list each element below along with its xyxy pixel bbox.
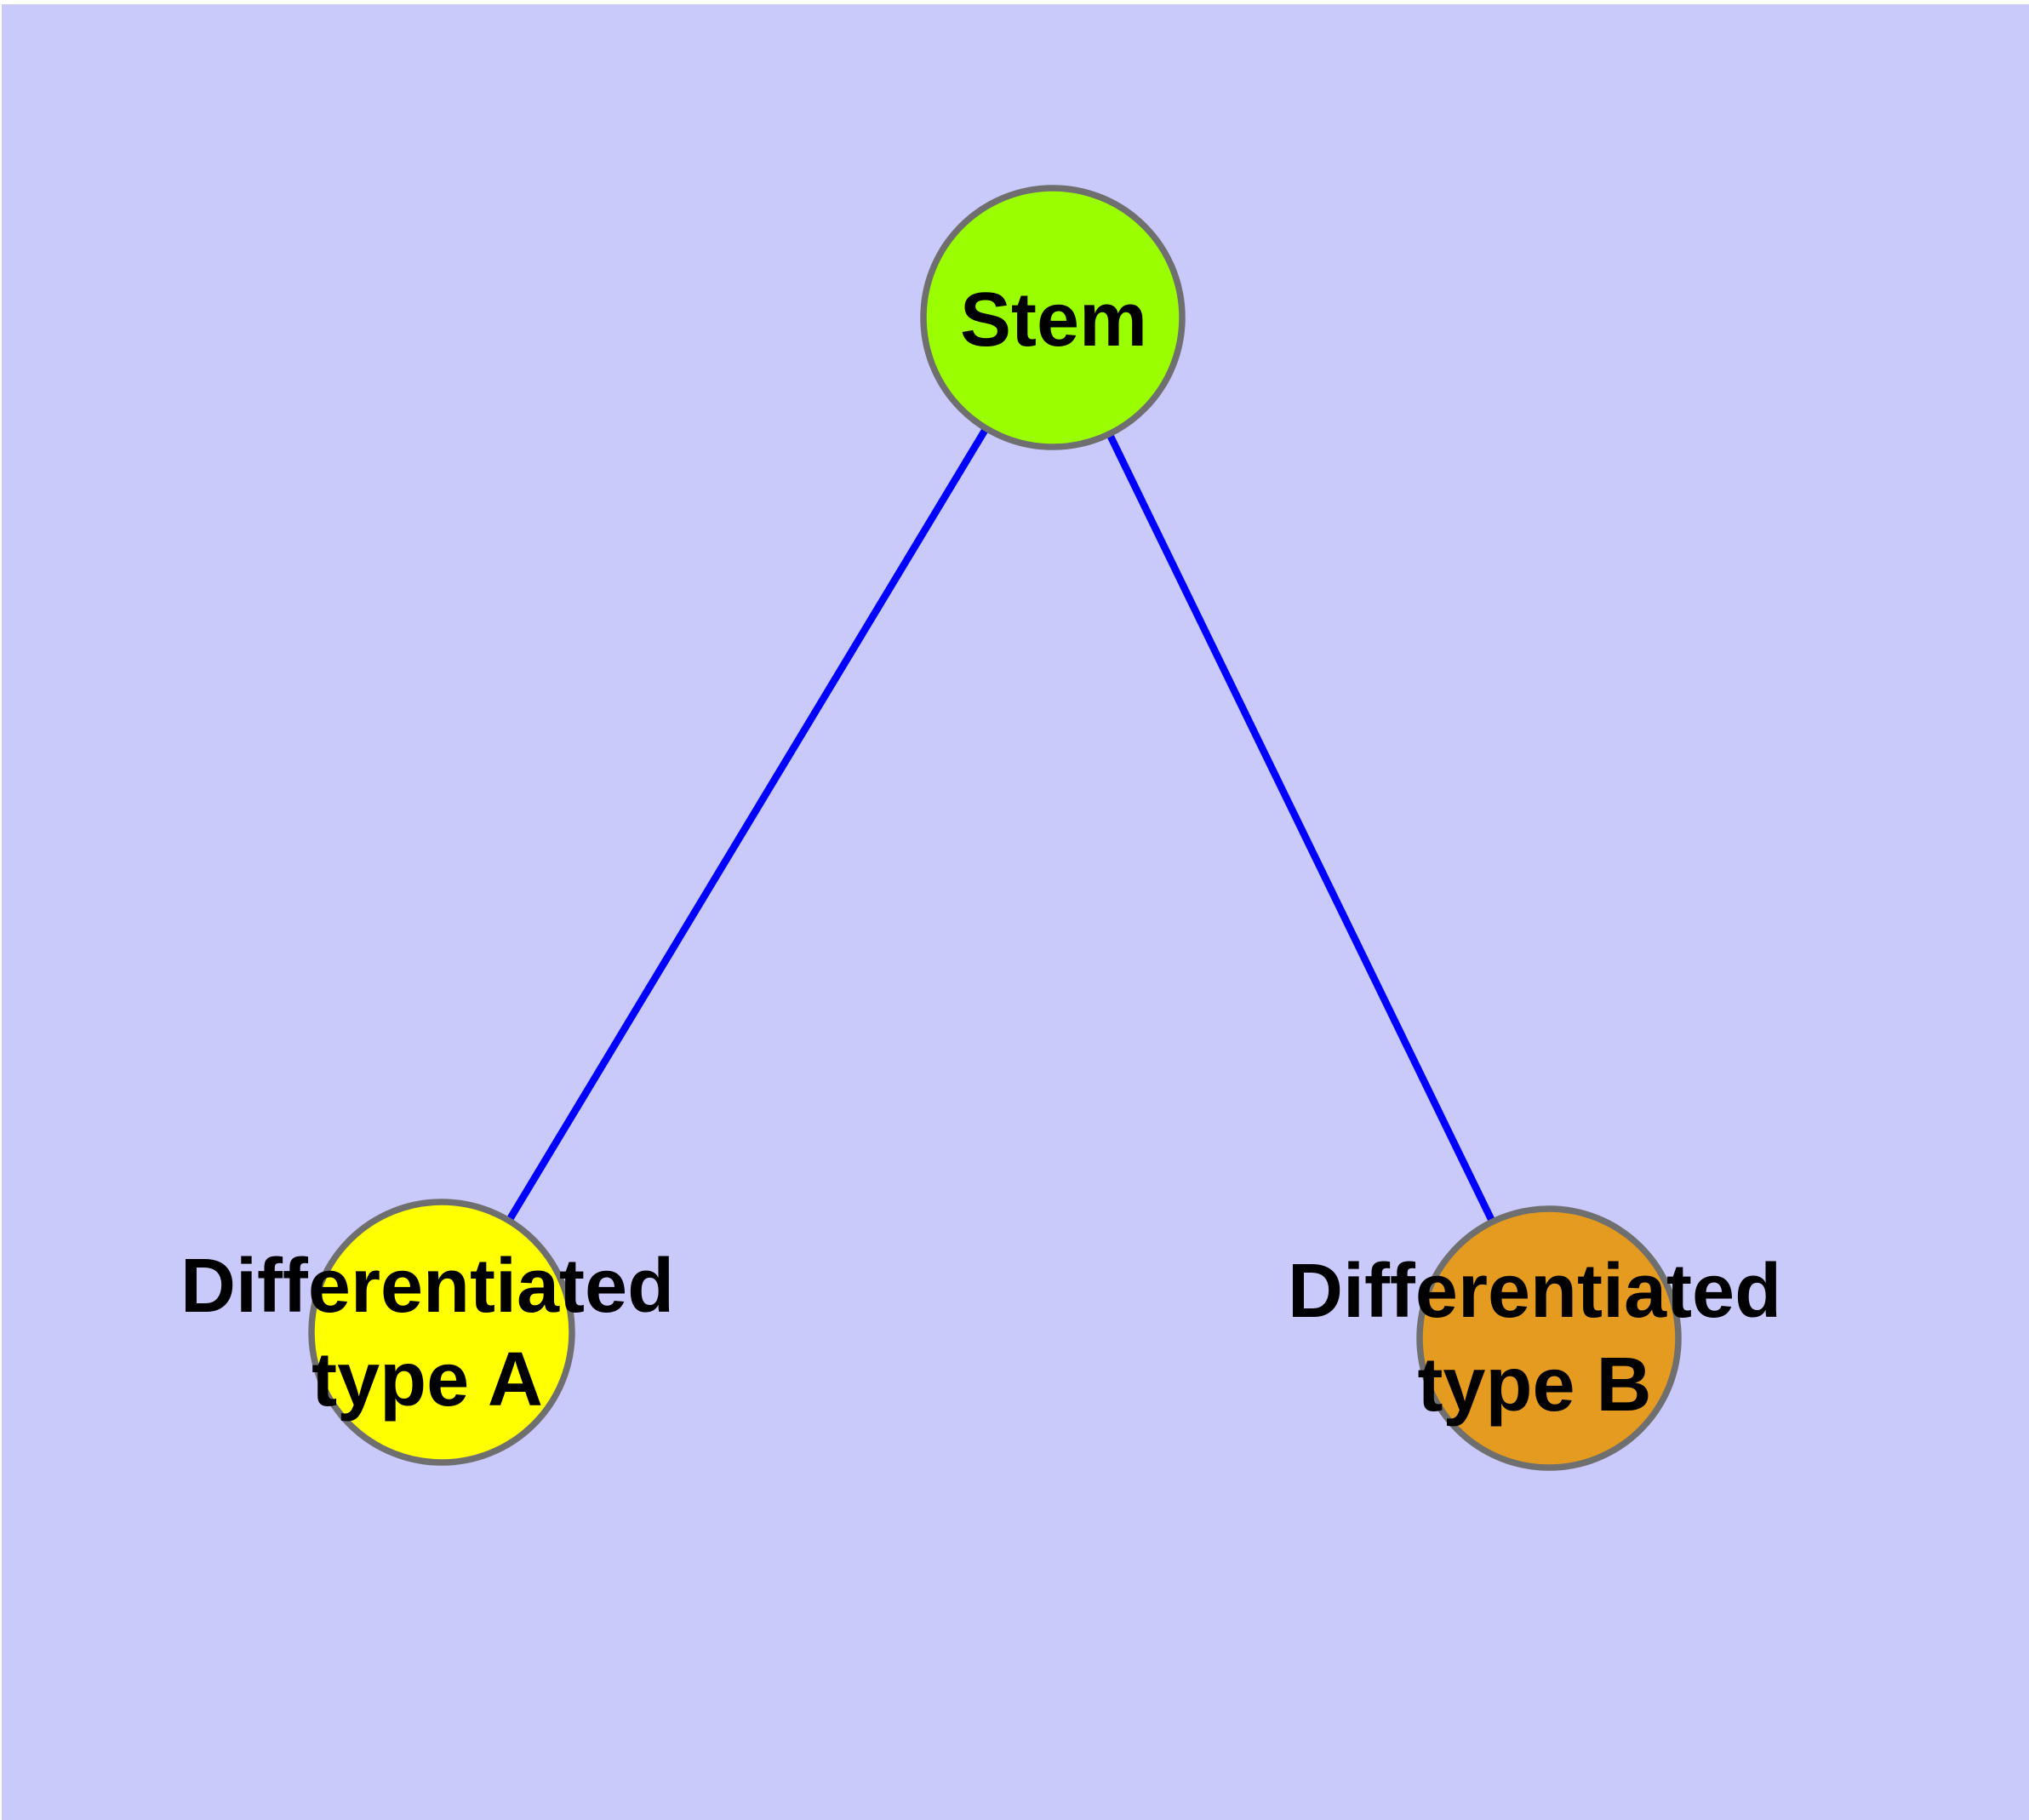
node-differentiated-type-a-circle — [308, 1199, 575, 1466]
node-differentiated-type-a-label: Differentiated type A — [180, 1244, 675, 1422]
edge-stem-to-type-b — [1049, 316, 1552, 1340]
node-stem-label: Stem — [959, 278, 1148, 363]
node-differentiated-type-b-circle — [1416, 1205, 1682, 1471]
node-stem-circle — [920, 185, 1186, 450]
edge-stem-to-type-a — [438, 315, 1056, 1335]
node-differentiated-type-b-label: Differentiated type B — [1287, 1249, 1782, 1428]
